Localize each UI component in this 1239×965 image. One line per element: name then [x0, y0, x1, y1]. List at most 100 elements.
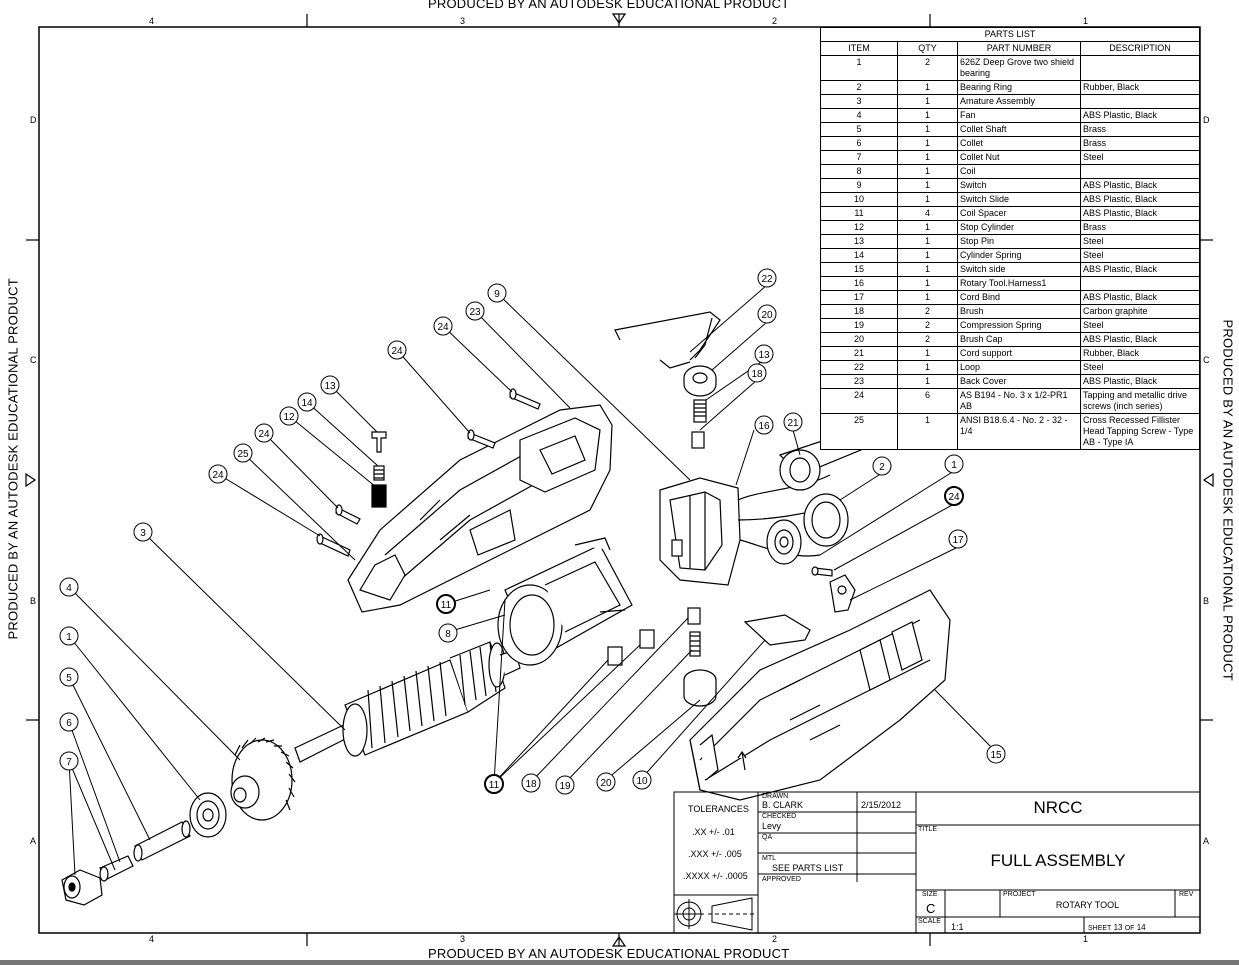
svg-text:2: 2 — [879, 462, 885, 473]
cell-part-number: Switch — [957, 178, 1081, 193]
callout-13-top: 13 — [754, 344, 774, 364]
cell-qty: 4 — [897, 206, 958, 221]
callout-21: 21 — [783, 412, 803, 432]
callout-13: 13 — [320, 375, 340, 395]
cell-item: 7 — [820, 150, 898, 165]
project-value: ROTARY TOOL — [1055, 900, 1120, 910]
svg-text:24: 24 — [391, 346, 403, 357]
part-collet-shaft — [133, 820, 191, 862]
part-coil — [497, 537, 633, 666]
zone-row-right-d: D — [1203, 115, 1210, 125]
svg-text:11: 11 — [489, 780, 500, 791]
cell-item: 4 — [820, 108, 898, 123]
callout-17: 17 — [948, 529, 968, 549]
cell-part-number: Cord Bind — [957, 290, 1081, 305]
cell-description: ABS Plastic, Black — [1080, 108, 1200, 123]
cell-description: ABS Plastic, Black — [1080, 206, 1200, 221]
cell-qty: 2 — [897, 55, 958, 81]
zone-row-left-c: C — [30, 355, 37, 365]
drawn-by: B. CLARK — [762, 800, 804, 810]
cell-qty: 1 — [897, 220, 958, 235]
cell-part-number: Fan — [957, 108, 1081, 123]
zone-row-left-d: D — [30, 115, 37, 125]
zone-ticks — [25, 13, 1214, 947]
cell-item: 12 — [820, 220, 898, 235]
cell-description: ABS Plastic, Black — [1080, 178, 1200, 193]
svg-text:10: 10 — [636, 776, 648, 787]
part-fan — [230, 737, 296, 821]
callout-14: 14 — [297, 392, 317, 412]
cell-part-number: Cord support — [957, 346, 1081, 361]
part-collet-nut — [61, 869, 103, 906]
header-item: ITEM — [820, 41, 898, 56]
callout-7: 7 — [59, 751, 79, 771]
cell-description: Carbon graphite — [1080, 304, 1200, 319]
sheet-info: SHEET 13 OF 14 — [1088, 923, 1146, 932]
callout-24-d: 24 — [208, 464, 228, 484]
svg-text:6: 6 — [66, 718, 72, 729]
cell-qty: 1 — [897, 150, 958, 165]
cell-item: 13 — [820, 234, 898, 249]
zone-col-top-1: 1 — [1083, 16, 1089, 26]
cell-description — [1080, 94, 1200, 109]
svg-text:5: 5 — [66, 673, 72, 684]
svg-text:4: 4 — [66, 583, 72, 594]
header-qty: QTY — [897, 41, 958, 56]
tolerance-2-place: .XX +/- .01 — [692, 827, 735, 837]
cell-part-number: Collet Nut — [957, 150, 1081, 165]
watermark-top: PRODUCED BY AN AUTODESK EDUCATIONAL PROD… — [428, 0, 790, 11]
callout-18-top: 18 — [747, 363, 767, 383]
svg-text:1: 1 — [951, 460, 957, 471]
callout-9: 9 — [487, 283, 507, 303]
svg-text:16: 16 — [758, 421, 770, 432]
callout-10: 10 — [632, 770, 652, 790]
cell-item: 6 — [820, 136, 898, 151]
zone-col-bottom-2: 2 — [772, 934, 778, 944]
cell-part-number: Collet — [957, 136, 1081, 151]
svg-text:11: 11 — [441, 600, 452, 611]
cell-item: 3 — [820, 94, 898, 109]
project-label: PROJECT — [1003, 891, 1036, 898]
cell-qty: 1 — [897, 248, 958, 263]
callout-20-bottom: 20 — [596, 772, 616, 792]
drawn-date: 2/15/2012 — [861, 800, 902, 810]
of-label: OF — [1124, 925, 1135, 932]
zone-col-bottom-4: 4 — [149, 934, 155, 944]
zone-row-right-c: C — [1203, 355, 1210, 365]
svg-text:19: 19 — [559, 781, 571, 792]
zone-row-left-a: A — [30, 836, 37, 846]
title-block-lines — [673, 791, 1201, 934]
cell-part-number: Coil — [957, 164, 1081, 179]
cell-qty: 6 — [897, 388, 958, 414]
callout-11-mid: 11 — [436, 594, 456, 614]
cell-qty: 1 — [897, 108, 958, 123]
cell-part-number: Stop Pin — [957, 234, 1081, 249]
part-back-cover — [347, 404, 613, 613]
part-bearing-ring — [803, 493, 849, 547]
zone-col-top-3: 3 — [460, 16, 466, 26]
svg-text:24: 24 — [258, 429, 270, 440]
scale-label: SCALE — [918, 918, 941, 925]
cell-description: Rubber, Black — [1080, 346, 1200, 361]
cell-qty: 1 — [897, 178, 958, 193]
third-angle-projection-icon — [674, 897, 756, 931]
svg-text:18: 18 — [525, 779, 537, 790]
cell-item: 9 — [820, 178, 898, 193]
svg-text:9: 9 — [494, 289, 500, 300]
cell-part-number: Brush Cap — [957, 332, 1081, 347]
callout-15: 15 — [986, 744, 1006, 764]
cell-item: 16 — [820, 276, 898, 291]
cell-item: 22 — [820, 360, 898, 375]
cell-item: 18 — [820, 304, 898, 319]
cell-qty: 1 — [897, 94, 958, 109]
cell-description — [1080, 164, 1200, 179]
